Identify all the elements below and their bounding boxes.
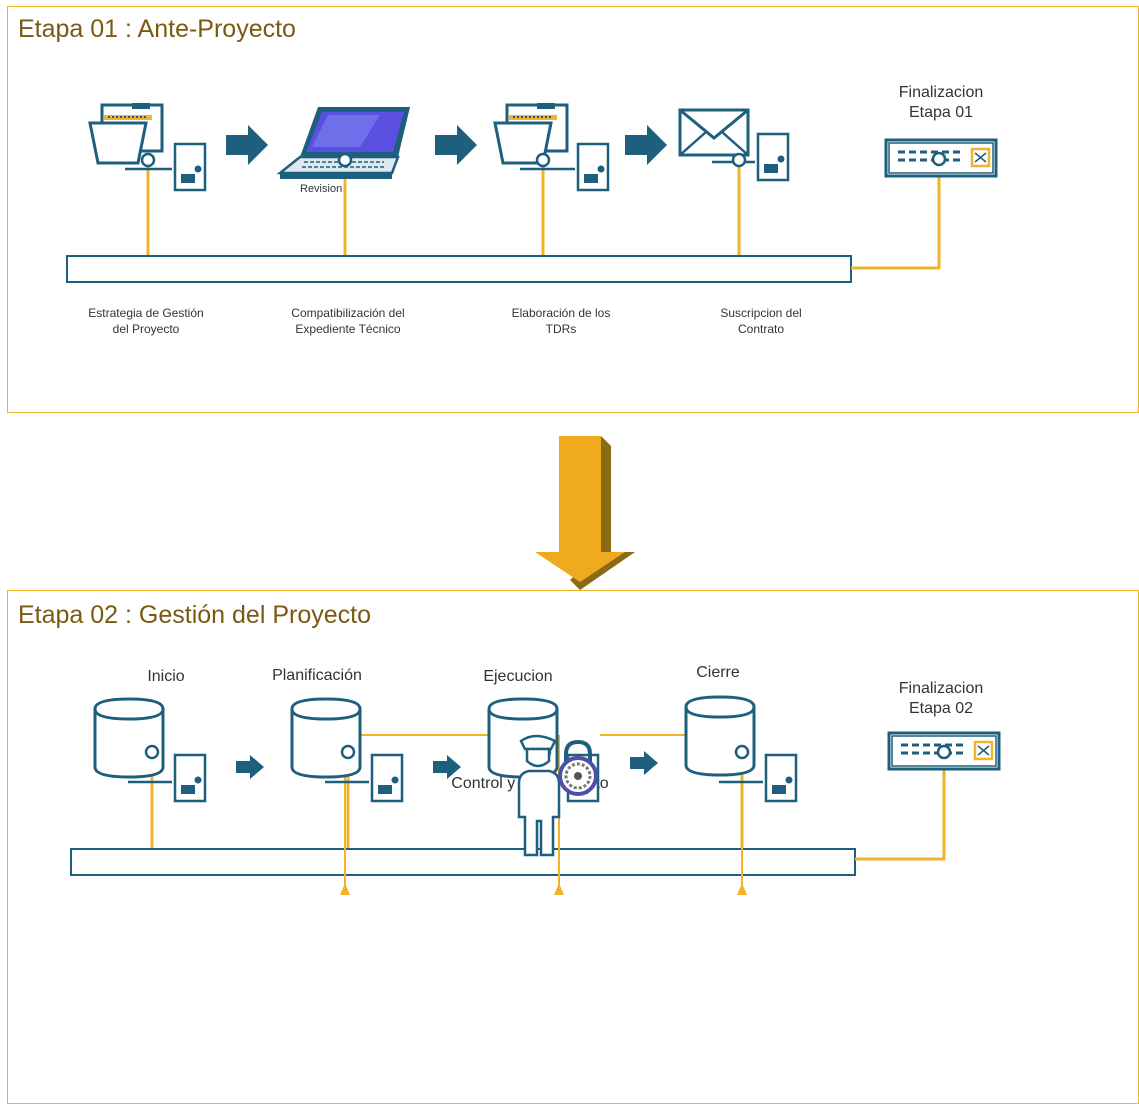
phase-label-inicio: Inicio	[147, 668, 185, 685]
step-caption-tdrs: Elaboración de los TDRs	[511, 306, 611, 336]
stage-01-end-label: Finalizacion Etapa 01	[898, 84, 984, 121]
padlock-icon	[558, 739, 598, 796]
database-icon	[684, 695, 756, 777]
stage-02-end-label: Finalizacion Etapa 02	[898, 680, 984, 717]
server-tower-icon	[764, 753, 798, 803]
phase-label-cierre: Cierre	[696, 664, 740, 681]
node-icon	[931, 151, 947, 167]
stage-02-panel: Etapa 02 : Gestión del Proyecto Inicio P…	[7, 590, 1139, 1104]
step-caption-estrategia: Estrategia de Gestión del Proyecto	[88, 306, 204, 336]
phase-label-ejecucion: Ejecucion	[483, 668, 553, 685]
node-icon	[734, 744, 750, 760]
envelope-icon	[678, 108, 750, 157]
server-tower-icon	[576, 142, 610, 192]
node-icon	[535, 152, 551, 168]
server-tower-icon	[173, 753, 207, 803]
stage-01-connectors	[146, 162, 941, 270]
stage-02-title: Etapa 02 : Gestión del Proyecto	[18, 601, 371, 629]
stage-01-title: Etapa 01 : Ante-Proyecto	[18, 15, 296, 43]
server-tower-icon	[173, 142, 207, 192]
node-icon	[140, 152, 156, 168]
arrow-right-icon	[226, 125, 268, 165]
database-icon	[93, 697, 165, 779]
node-icon	[731, 152, 747, 168]
phase-label-planificacion: Planificación	[272, 667, 362, 684]
server-tower-icon	[756, 132, 790, 182]
security-officer-icon	[517, 734, 561, 857]
arrow-up-icon	[340, 883, 747, 895]
node-icon	[936, 744, 952, 760]
arrow-right-icon	[236, 755, 264, 779]
arrow-right-icon	[625, 125, 667, 165]
node-icon	[337, 152, 353, 168]
folder-icon	[493, 101, 569, 165]
big-down-arrow-icon	[535, 436, 635, 590]
laptop-icon	[276, 107, 410, 179]
stage-02-bus	[70, 848, 856, 876]
stage-01-panel: Etapa 01 : Ante-Proyecto Estrategia de G…	[7, 6, 1139, 413]
database-icon	[290, 697, 362, 779]
step-caption-compatibilizacion: Compatibilización del Expediente Técnico	[291, 306, 405, 336]
arrow-right-icon	[433, 755, 461, 779]
stage-01-bus	[66, 255, 852, 283]
arrow-right-icon	[435, 125, 477, 165]
step-caption-contrato: Suscripcion del Contrato	[720, 306, 802, 336]
revision-label: Revision	[300, 183, 343, 195]
node-icon	[340, 744, 356, 760]
server-tower-icon	[370, 753, 404, 803]
arrow-right-icon	[630, 751, 658, 775]
node-icon	[144, 744, 160, 760]
